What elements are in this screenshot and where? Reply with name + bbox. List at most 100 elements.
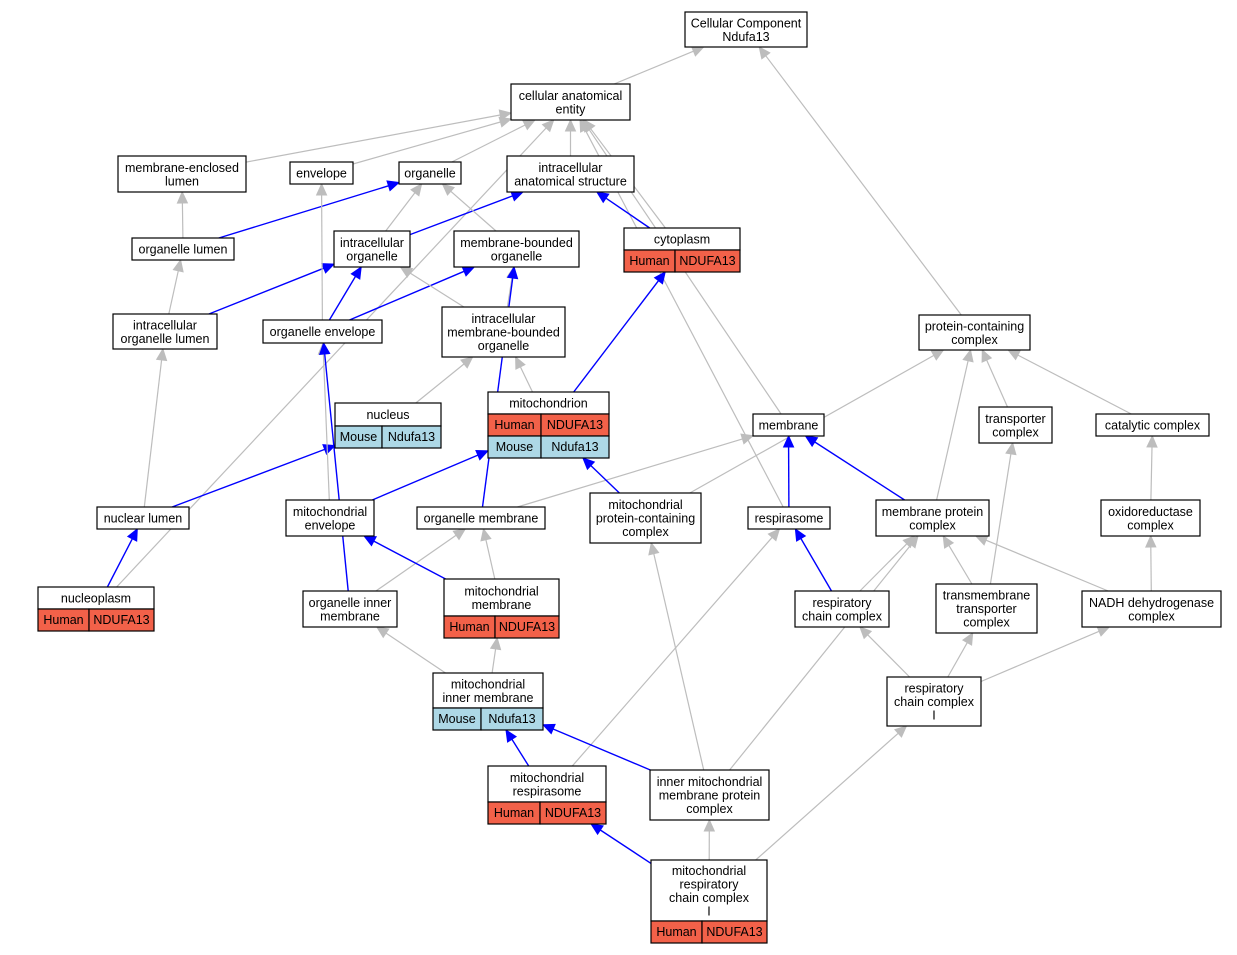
edge-iol-io [208,263,336,315]
gene-cell: NDUFA13 [545,806,601,820]
edge-oxc-cc [1146,434,1158,501]
edge-rcc-mpc [859,535,916,592]
gene-cell: Ndufa13 [551,440,598,454]
arrow-head [498,116,513,128]
node-cc[interactable]: catalytic complex [1095,413,1210,437]
edge-mrcc1-mresp [590,823,652,864]
node-label: transporter [985,412,1045,426]
edge-env-cae [352,116,513,165]
node-label: membrane-bounded [460,236,573,250]
node-resp[interactable]: respirasome [747,506,831,530]
arrow-head [782,434,795,448]
node-oe[interactable]: organelle envelope [262,319,383,344]
species-cell: Human [494,418,534,432]
node-label: membrane [472,598,532,612]
node-env[interactable]: envelope [289,161,354,185]
node-ol[interactable]: organelle lumen [131,237,235,261]
edge-mrcc1-impc [703,818,716,861]
arrow-head [315,182,328,196]
node-box [285,499,375,537]
node-box [649,769,770,821]
edge-om-mbo [481,265,519,508]
arrow-head [981,348,993,363]
edge-mm-om [480,527,496,580]
node-om[interactable]: organelle membrane [416,506,546,530]
arrow-head [318,341,331,355]
edge-oe-env [315,182,328,321]
node-label: complex [992,425,1039,439]
arrow-head [942,534,955,549]
edge-ndh-mpc [974,535,1109,592]
node-org[interactable]: organelle [398,161,462,185]
node-memb[interactable]: membrane [752,413,825,437]
arrow-head [740,433,755,445]
node-nl[interactable]: nuclear lumen [96,506,190,530]
edge-nuc-imbo [415,356,474,404]
edge-mel-cae [245,109,513,163]
edge-mpc-memb [804,435,905,501]
species-cell: Human [656,925,696,939]
edge-tc-pcc [981,348,1009,408]
node-box [487,765,607,803]
node-label: chain complex [669,891,750,905]
arrow-head [126,527,138,542]
species-cell: Human [43,613,83,627]
edge-om-memb [517,433,755,508]
species-cell: Human [629,254,669,268]
arrow-head [648,541,660,556]
edge-mrcc1-rcc1 [755,725,908,861]
edge-impc-mpcc [648,541,705,771]
node-label: mitochondrial [464,584,538,598]
node-label: membrane protein [659,789,760,803]
node-label: respirasome [755,512,824,526]
edge-resp-memb [782,434,795,508]
arrow-head [758,46,771,60]
node-label: Cellular Component [691,16,802,30]
node-box [684,11,808,48]
edge-mpc-pcc [936,348,974,501]
species-cell: Human [494,806,534,820]
arrow-head [321,263,336,274]
node-label: respirasome [513,784,582,798]
edge-imbo-io [399,266,465,308]
gene-cell: NDUFA13 [706,925,762,939]
edge-cyto-ias [595,191,651,229]
node-box [875,499,990,537]
node-label: organelle [491,249,542,263]
arrow-head [541,119,555,133]
edge-ias-cae [564,118,577,156]
node-box [96,506,190,530]
arrow-head [475,449,490,461]
node-label: nuclear lumen [104,512,183,526]
